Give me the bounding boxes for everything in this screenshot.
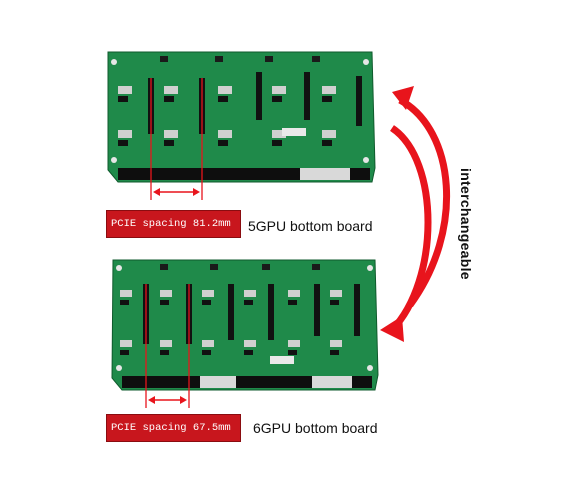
6gpu-bottom-board-image (111, 259, 379, 408)
6gpu-caption: 6GPU bottom board (253, 420, 378, 436)
5gpu-bottom-board-image (107, 51, 376, 200)
5gpu-spacing-label: PCIE spacing 81.2mm (106, 210, 241, 238)
5gpu-caption: 5GPU bottom board (248, 218, 373, 234)
double-curved-arrow-icon (380, 86, 451, 342)
6gpu-spacing-label: PCIE spacing 67.5mm (106, 414, 241, 442)
interchangeable-label: interchangeable (458, 168, 474, 280)
